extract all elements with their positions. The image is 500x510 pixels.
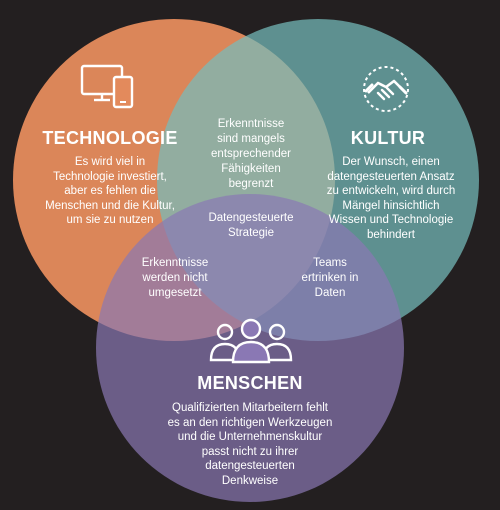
text-line: datengesteuerten Ansatz <box>327 170 455 183</box>
menschen-title: MENSCHEN <box>197 373 303 393</box>
overlap-technologie-menschen: Erkenntnisse werden nicht umgesetzt <box>125 256 225 301</box>
text-line: Menschen und die Kultur, <box>45 199 175 212</box>
text-line: Daten <box>314 287 346 299</box>
text-line: um sie zu nutzen <box>66 214 154 226</box>
text-line: ertrinken in <box>301 272 359 284</box>
kultur-description: Der Wunsch, einen datengesteuerten Ansat… <box>308 155 474 242</box>
text-line: passt nicht zu ihrer <box>201 445 299 458</box>
overlap-technologie-kultur: Erkenntnisse sind mangels entsprechender… <box>196 117 306 192</box>
text-line: Der Wunsch, einen <box>342 156 440 168</box>
text-line: Strategie <box>227 227 275 239</box>
text-line: begrenzt <box>228 178 274 190</box>
text-line: Denkweise <box>221 474 279 487</box>
text-line: Mängel hinsichtlich <box>342 199 440 212</box>
text-line: Teams <box>313 257 347 269</box>
text-line: zu entwickeln, wird durch <box>326 185 456 197</box>
text-line: Qualifizierten Mitarbeitern fehlt <box>172 402 328 414</box>
text-line: datengesteuerten <box>205 460 295 472</box>
kultur-title: KULTUR <box>350 128 426 148</box>
text-line: werden nicht <box>142 272 208 284</box>
technologie-description: Es wird viel in Technologie investiert, … <box>30 155 190 228</box>
text-line: Fähigkeiten <box>221 163 281 175</box>
text-line: Erkenntnisse <box>217 118 285 130</box>
text-line: Wissen und Technologie <box>328 214 454 226</box>
handshake-icon <box>363 66 409 112</box>
overlap-kultur-menschen: Teams ertrinken in Daten <box>282 256 378 301</box>
text-line: Technologie investiert, <box>53 170 167 183</box>
text-line: Erkenntnisse <box>141 257 209 269</box>
text-line: aber es fehlen die <box>64 185 156 197</box>
overlap-center: Datengesteuerte Strategie <box>196 211 306 241</box>
text-line: Es wird viel in <box>74 156 146 168</box>
text-line: entsprechender <box>211 148 291 160</box>
text-line: und die Unternehmenskultur <box>177 431 323 443</box>
devices-icon <box>80 64 134 109</box>
people-icon <box>209 318 293 364</box>
text-line: Datengesteuerte <box>208 212 294 224</box>
text-line: es an den richtigen Werkzeugen <box>167 416 333 429</box>
text-line: umgesetzt <box>148 287 202 299</box>
menschen-description: Qualifizierten Mitarbeitern fehlt es an … <box>140 401 360 488</box>
text-line: behindert <box>367 228 415 241</box>
technologie-title: TECHNOLOGIE <box>42 128 178 148</box>
text-line: sind mangels <box>217 133 285 145</box>
